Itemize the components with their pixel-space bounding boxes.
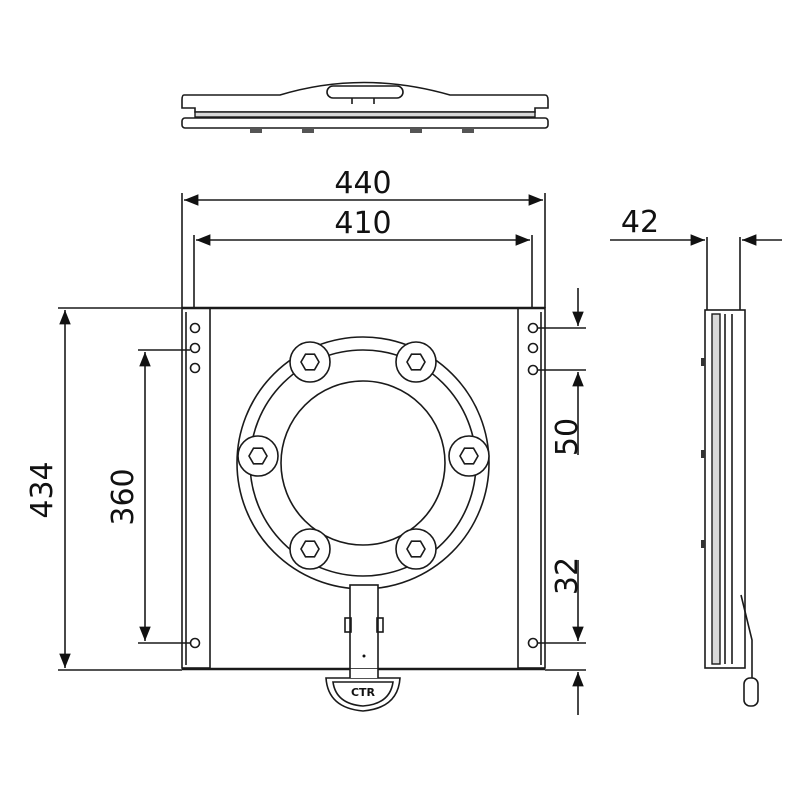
release-handle: CTR [325, 584, 401, 712]
bolt [395, 341, 437, 383]
bolt [395, 528, 437, 570]
dimension-label-42: 42 [621, 205, 659, 240]
bolt [289, 341, 331, 383]
dimension-label-50: 50 [550, 418, 585, 456]
bolt [237, 435, 279, 477]
dimension-label-32: 32 [550, 557, 585, 595]
length-dimensions: 434 360 [25, 307, 190, 671]
bolt [448, 435, 490, 477]
ctr-logo: CTR [351, 686, 376, 699]
dimension-label-440: 440 [334, 166, 391, 201]
width-dimensions: 440 410 [181, 166, 546, 308]
top-view [181, 81, 549, 133]
dimension-label-360: 360 [106, 468, 141, 525]
bolt [289, 528, 331, 570]
bolts [237, 341, 490, 570]
dimension-label-434: 434 [25, 461, 60, 518]
dimension-label-410: 410 [334, 206, 391, 241]
plan-view: CTR [181, 306, 546, 712]
side-view: 42 [610, 205, 782, 707]
hole-dimensions: 50 32 [538, 288, 586, 715]
